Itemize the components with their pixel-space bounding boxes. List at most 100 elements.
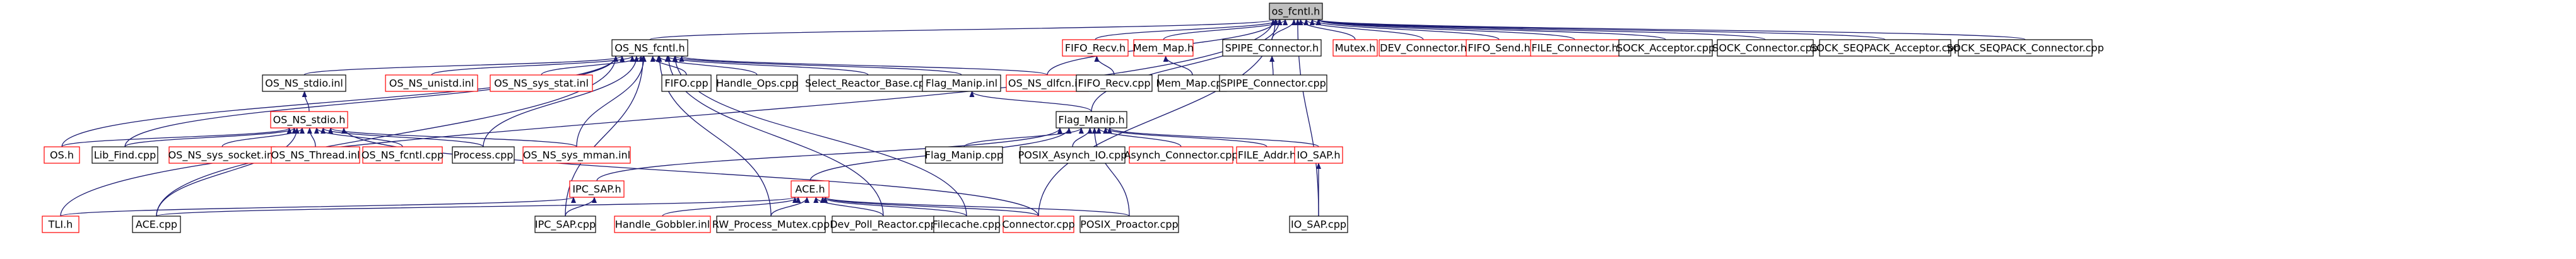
node-SOCK_SEQPACK_Connector_cpp[interactable]: SOCK_SEQPACK_Connector.cpp [1946, 39, 2104, 57]
node-label-Flag_Manip_cpp: Flag_Manip.cpp [925, 149, 1003, 162]
node-OS_NS_unistd_inl[interactable]: OS_NS_unistd.inl [385, 74, 478, 92]
node-label-Handle_Gobbler_inl: Handle_Gobbler.inl [615, 219, 710, 231]
node-box-OS_NS_Thread_inl [271, 146, 360, 164]
edge-FILE_Addr_h-to-Flag_Manip_h [1103, 127, 1267, 147]
edge-Flag_Manip_h-to-os_fcntl_h [1091, 19, 1283, 112]
edge-OS_NS_sys_mman_inl-to-OS_NS_fcntl_h [576, 55, 647, 147]
edge-SOCK_SEQPACK_Acceptor_cpp-to-os_fcntl_h [1316, 19, 1886, 40]
node-box-OS_NS_stdio_inl [262, 74, 346, 92]
node-box-IPC_SAP_h [569, 180, 625, 198]
node-label-OS_NS_unistd_inl: OS_NS_unistd.inl [389, 78, 474, 90]
node-Filecache_cpp[interactable]: Filecache.cpp [932, 216, 1001, 233]
node-label-Flag_Manip_inl: Flag_Manip.inl [926, 78, 997, 90]
node-label-IO_SAP_h: IO_SAP.h [1297, 149, 1340, 162]
node-FILE_Connector_h[interactable]: FILE_Connector.h [1530, 39, 1620, 57]
node-Mem_Map_cpp[interactable]: Mem_Map.cpp [1156, 74, 1229, 92]
node-IPC_SAP_h[interactable]: IPC_SAP.h [569, 180, 625, 198]
node-Connector_cpp[interactable]: Connector.cpp [1002, 216, 1075, 233]
node-label-OS_NS_stdio_inl: OS_NS_stdio.inl [265, 78, 343, 90]
node-DEV_Connector_h[interactable]: DEV_Connector.h [1379, 39, 1468, 57]
node-OS_NS_stdio_h[interactable]: OS_NS_stdio.h [270, 111, 348, 129]
node-label-OS_NS_sys_stat_inl: OS_NS_sys_stat.inl [494, 78, 589, 90]
node-Select_Reactor_Base_cpp[interactable]: Select_Reactor_Base.cpp [805, 74, 931, 92]
node-box-Asynch_Connector_cpp [1129, 146, 1233, 164]
node-TLI_h[interactable]: TLI.h [42, 216, 79, 233]
node-Mem_Map_h[interactable]: Mem_Map.h [1133, 39, 1194, 57]
node-os_fcntl_h[interactable]: os_fcntl.h [1269, 3, 1323, 20]
node-box-Flag_Manip_h [1056, 111, 1127, 129]
node-IPC_SAP_cpp[interactable]: IPC_SAP.cpp [534, 216, 596, 233]
node-label-os_fcntl_h: os_fcntl.h [1272, 6, 1320, 18]
edge-OS_h-to-OS_NS_stdio_h [61, 127, 292, 147]
node-box-SPIPE_Connector_h [1222, 39, 1322, 57]
node-Flag_Manip_h[interactable]: Flag_Manip.h [1056, 111, 1127, 129]
node-FIFO_Send_h[interactable]: FIFO_Send.h [1466, 39, 1532, 57]
node-box-ACE_h [791, 180, 830, 198]
node-POSIX_Asynch_IO_cpp[interactable]: POSIX_Asynch_IO.cpp [1018, 146, 1127, 164]
node-Flag_Manip_inl[interactable]: Flag_Manip.inl [922, 74, 1001, 92]
node-IO_SAP_cpp[interactable]: IO_SAP.cpp [1289, 216, 1348, 233]
node-label-IPC_SAP_h: IPC_SAP.h [572, 183, 621, 196]
node-label-FIFO_Send_h: FIFO_Send.h [1467, 42, 1530, 55]
node-Dev_Poll_Reactor_cpp[interactable]: Dev_Poll_Reactor.cpp [830, 216, 937, 233]
node-Process_cpp[interactable]: Process.cpp [452, 146, 515, 164]
edge-ACE_cpp-to-ACE_h [156, 197, 797, 217]
edge-Mutex_h-to-os_fcntl_h [1298, 19, 1356, 40]
node-box-POSIX_Proactor_cpp [1079, 216, 1179, 233]
node-OS_NS_sys_socket_inl[interactable]: OS_NS_sys_socket.inl [168, 146, 276, 164]
node-box-SOCK_SEQPACK_Connector_cpp [1958, 39, 2093, 57]
node-label-ACE_cpp: ACE.cpp [136, 219, 177, 231]
node-ACE_h[interactable]: ACE.h [791, 180, 830, 198]
node-OS_NS_Thread_inl[interactable]: OS_NS_Thread.inl [271, 146, 360, 164]
edge-Filecache_cpp-to-ACE_h [820, 197, 967, 217]
node-OS_h[interactable]: OS.h [44, 146, 80, 164]
node-POSIX_Proactor_cpp[interactable]: POSIX_Proactor.cpp [1079, 216, 1179, 233]
node-label-FILE_Addr_h: FILE_Addr.h [1238, 149, 1296, 162]
edge-IO_SAP_h-to-Flag_Manip_h [1107, 127, 1319, 147]
node-SOCK_SEQPACK_Acceptor_cpp[interactable]: SOCK_SEQPACK_Acceptor.cpp [1810, 39, 1960, 57]
node-OS_NS_stdio_inl[interactable]: OS_NS_stdio.inl [262, 74, 346, 92]
node-Asynch_Connector_cpp[interactable]: Asynch_Connector.cpp [1124, 146, 1238, 164]
node-SOCK_Acceptor_cpp[interactable]: SOCK_Acceptor.cpp [1616, 39, 1715, 57]
edge-SPIPE_Connector_cpp-to-SPIPE_Connector_h [1269, 55, 1275, 76]
node-FIFO_cpp[interactable]: FIFO.cpp [661, 74, 712, 92]
edge-OS_NS_sys_socket_inl-to-OS_NS_stdio_h [221, 127, 305, 147]
node-ACE_cpp[interactable]: ACE.cpp [132, 216, 181, 233]
node-OS_NS_sys_mman_inl[interactable]: OS_NS_sys_mman.inl [522, 146, 631, 164]
node-label-SOCK_SEQPACK_Acceptor_cpp: SOCK_SEQPACK_Acceptor.cpp [1810, 42, 1960, 55]
edge-OS_NS_stdio_inl-to-OS_NS_fcntl_h [303, 55, 625, 76]
node-Lib_Find_cpp[interactable]: Lib_Find.cpp [91, 146, 158, 164]
edge-OS_NS_dlfcn_inl-to-OS_NS_fcntl_h [679, 55, 1048, 76]
node-label-OS_NS_dlfcn_inl: OS_NS_dlfcn.inl [1008, 78, 1086, 90]
node-Handle_Gobbler_inl[interactable]: Handle_Gobbler.inl [614, 216, 711, 233]
node-FIFO_Recv_h[interactable]: FIFO_Recv.h [1062, 39, 1129, 57]
node-OS_NS_fcntl_h[interactable]: OS_NS_fcntl.h [611, 39, 688, 57]
node-Handle_Ops_cpp[interactable]: Handle_Ops.cpp [716, 74, 798, 92]
node-box-OS_NS_fcntl_h [611, 39, 688, 57]
node-label-ACE_h: ACE.h [795, 183, 825, 195]
node-OS_NS_dlfcn_inl[interactable]: OS_NS_dlfcn.inl [1006, 74, 1089, 92]
edge-SOCK_Connector_cpp-to-os_fcntl_h [1316, 19, 1766, 40]
node-label-TLI_h: TLI.h [48, 219, 73, 231]
edge-Asynch_Connector_cpp-to-Flag_Manip_h [1096, 127, 1182, 147]
edge-OS_NS_stdio_h-to-OS_NS_stdio_inl [302, 91, 310, 112]
node-SPIPE_Connector_cpp[interactable]: SPIPE_Connector.cpp [1219, 74, 1327, 92]
node-label-Filecache_cpp: Filecache.cpp [932, 219, 1001, 231]
node-SOCK_Connector_cpp[interactable]: SOCK_Connector.cpp [1712, 39, 1818, 57]
node-OS_NS_sys_stat_inl[interactable]: OS_NS_sys_stat.inl [490, 74, 593, 92]
node-Flag_Manip_cpp[interactable]: Flag_Manip.cpp [925, 146, 1003, 164]
node-box-FIFO_Recv_cpp [1076, 74, 1153, 92]
node-FILE_Addr_h[interactable]: FILE_Addr.h [1236, 146, 1298, 164]
node-RW_Process_Mutex_cpp[interactable]: RW_Process_Mutex.cpp [712, 216, 830, 233]
node-label-OS_h: OS.h [50, 149, 74, 161]
node-box-Mutex_h [1332, 39, 1378, 57]
node-box-Mem_Map_cpp [1158, 74, 1227, 92]
edge-OS_h-to-OS_NS_fcntl_h [61, 55, 618, 147]
node-label-Lib_Find_cpp: Lib_Find.cpp [94, 149, 156, 162]
node-Mutex_h[interactable]: Mutex.h [1332, 39, 1378, 57]
node-OS_NS_fcntl_cpp[interactable]: OS_NS_fcntl.cpp [362, 146, 444, 164]
node-SPIPE_Connector_h[interactable]: SPIPE_Connector.h [1222, 39, 1322, 57]
node-FIFO_Recv_cpp[interactable]: FIFO_Recv.cpp [1076, 74, 1153, 92]
node-box-OS_NS_sys_stat_inl [490, 74, 593, 92]
node-IO_SAP_h[interactable]: IO_SAP.h [1294, 146, 1343, 164]
